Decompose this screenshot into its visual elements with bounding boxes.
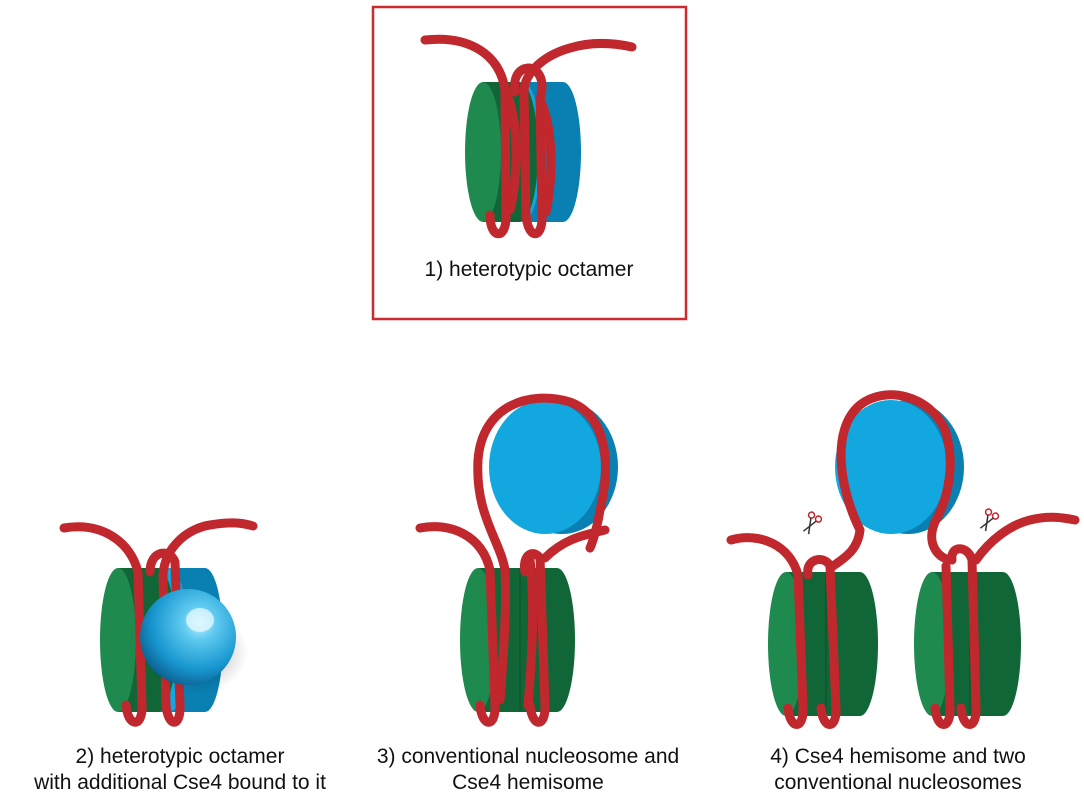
histone-disk-face — [100, 568, 136, 712]
caption-3: 3) conventional nucleosome and Cse4 hemi… — [352, 744, 704, 796]
caption-4: 4) Cse4 hemisome and two conventional nu… — [738, 744, 1058, 796]
scissors-icon — [979, 508, 1000, 532]
cse4-sphere — [140, 589, 236, 685]
dna-strand — [415, 393, 610, 727]
caption-1: 1) heterotypic octamer — [425, 258, 634, 281]
panel-4 — [726, 390, 1080, 729]
cse4-hemisome — [835, 400, 947, 534]
caption-2-line-2: with additional Cse4 bound to it — [34, 771, 326, 794]
caption-4-line-2: conventional nucleosomes — [774, 771, 1022, 794]
caption-2: 2) heterotypic octamer with additional C… — [10, 744, 350, 796]
panel-1: 1) heterotypic octamer — [371, 5, 688, 321]
caption-2-line-1: 2) heterotypic octamer — [75, 745, 285, 768]
caption-3-line-1: 3) conventional nucleosome and — [376, 745, 680, 768]
panel-2 — [59, 518, 258, 727]
dna-hemisome-wrap — [495, 555, 538, 710]
highlight-box — [371, 5, 688, 321]
heterotypic-octamer — [420, 34, 637, 239]
sphere-highlight — [186, 608, 214, 632]
caption-4-line-1: 4) Cse4 hemisome and two — [770, 745, 1026, 768]
cse4-hemisome — [489, 400, 601, 534]
dna-front-wrap — [500, 85, 556, 217]
histone-disk-face — [465, 82, 501, 222]
dna-strand — [420, 34, 637, 239]
scissors-icon — [802, 511, 823, 535]
panel-3 — [415, 393, 618, 727]
caption-3-line-2: Cse4 hemisome — [452, 771, 604, 794]
histone-disk-right-face — [914, 572, 950, 716]
dna-strand — [726, 390, 1080, 729]
